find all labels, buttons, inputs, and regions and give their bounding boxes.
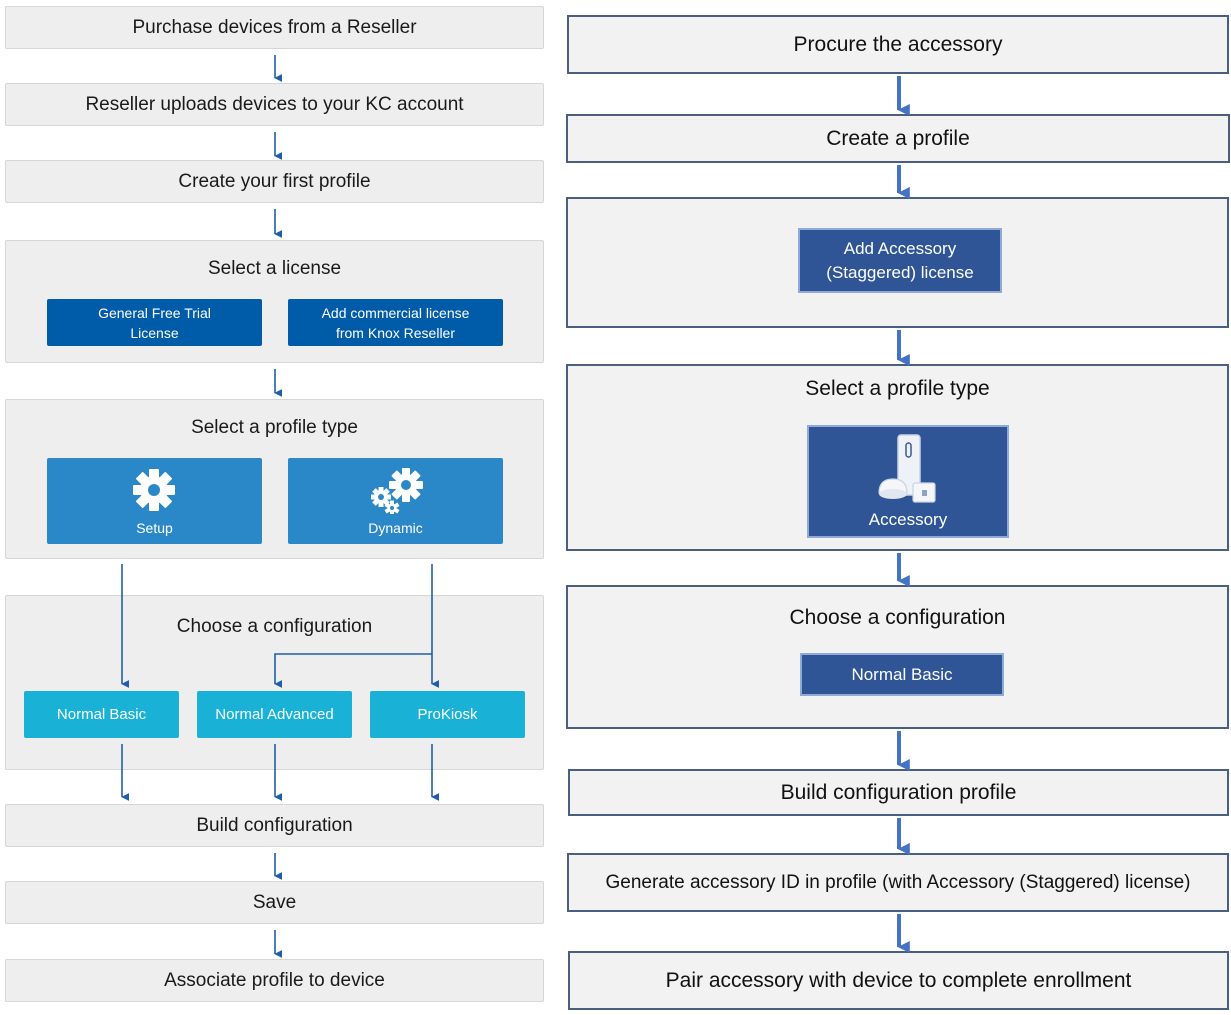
- step-build-configuration-label: Build configuration: [196, 814, 353, 836]
- setup-profile-type-button[interactable]: Setup: [47, 458, 262, 544]
- step-build-configuration-profile-label: Build configuration profile: [780, 780, 1017, 804]
- step-reseller-uploads-label: Reseller uploads devices to your KC acco…: [85, 93, 464, 115]
- right-normal-basic-label: Normal Basic: [851, 664, 953, 684]
- step-associate-profile-label: Associate profile to device: [164, 969, 385, 991]
- step-pair-accessory-label: Pair accessory with device to complete e…: [665, 968, 1132, 992]
- normal-basic-label: Normal Basic: [56, 706, 147, 723]
- commercial-license-button[interactable]: Add commercial license from Knox Reselle…: [288, 299, 503, 346]
- select-profile-type-section: Select a profile type Setup: [5, 399, 544, 559]
- dynamic-label: Dynamic: [368, 520, 423, 536]
- prokiosk-label: ProKiosk: [417, 706, 478, 723]
- step-purchase-devices-label: Purchase devices from a Reseller: [132, 16, 417, 38]
- select-license-title: Select a license: [207, 258, 342, 279]
- choose-configuration-section: Choose a configuration Normal Basic Norm…: [5, 595, 544, 770]
- accessory-profile-type-button[interactable]: Accessory: [807, 425, 1009, 538]
- add-accessory-license-line-1: Add Accessory: [843, 238, 957, 258]
- normal-basic-option[interactable]: Normal Basic: [24, 691, 179, 738]
- setup-label: Setup: [136, 520, 173, 536]
- general-free-trial-line-2: License: [130, 324, 179, 341]
- select-profile-type-title: Select a profile type: [191, 417, 358, 438]
- dynamic-profile-type-button[interactable]: Dynamic: [288, 458, 503, 544]
- add-accessory-license-line-2: (Staggered) license: [826, 262, 974, 282]
- general-free-trial-line-1: General Free Trial: [98, 304, 211, 321]
- normal-advanced-option[interactable]: Normal Advanced: [197, 691, 352, 738]
- prokiosk-option[interactable]: ProKiosk: [370, 691, 525, 738]
- add-accessory-license-button[interactable]: Add Accessory (Staggered) license: [798, 228, 1002, 293]
- right-normal-basic-option[interactable]: Normal Basic: [800, 653, 1004, 696]
- accessory-label: Accessory: [868, 510, 948, 529]
- right-configuration-title: Choose a configuration: [789, 606, 1006, 629]
- step-reseller-uploads: Reseller uploads devices to your KC acco…: [5, 83, 544, 126]
- step-build-configuration: Build configuration: [5, 804, 544, 847]
- step-purchase-devices: Purchase devices from a Reseller: [5, 6, 544, 49]
- right-profile-type-title: Select a profile type: [805, 377, 990, 400]
- step-pair-accessory: Pair accessory with device to complete e…: [568, 951, 1229, 1010]
- accessory-devices-icon: [878, 434, 936, 503]
- step-create-profile: Create a profile: [566, 114, 1230, 163]
- accessory-license-section: Add Accessory (Staggered) license: [566, 197, 1229, 328]
- step-create-first-profile: Create your first profile: [5, 160, 544, 203]
- step-procure-accessory-label: Procure the accessory: [793, 32, 1003, 56]
- general-free-trial-license-button[interactable]: General Free Trial License: [47, 299, 262, 346]
- step-build-configuration-profile: Build configuration profile: [568, 769, 1229, 816]
- step-create-profile-label: Create a profile: [826, 126, 970, 150]
- gear-icon: [133, 469, 175, 511]
- gears-icon: [371, 468, 423, 514]
- step-generate-accessory-id: Generate accessory ID in profile (with A…: [567, 853, 1229, 912]
- commercial-license-line-2: from Knox Reseller: [335, 324, 456, 341]
- commercial-license-line-1: Add commercial license: [321, 304, 470, 321]
- step-associate-profile: Associate profile to device: [5, 959, 544, 1002]
- normal-advanced-label: Normal Advanced: [215, 706, 334, 723]
- step-create-first-profile-label: Create your first profile: [178, 170, 371, 192]
- step-save-label: Save: [252, 891, 297, 913]
- choose-configuration-title: Choose a configuration: [176, 616, 373, 637]
- right-configuration-section: Choose a configuration Normal Basic: [566, 585, 1229, 729]
- step-save: Save: [5, 881, 544, 924]
- step-generate-accessory-id-label: Generate accessory ID in profile (with A…: [605, 871, 1191, 893]
- select-license-section: Select a license General Free Trial Lice…: [5, 240, 544, 363]
- right-profile-type-section: Select a profile type Accessory: [566, 364, 1229, 551]
- step-procure-accessory: Procure the accessory: [567, 15, 1229, 74]
